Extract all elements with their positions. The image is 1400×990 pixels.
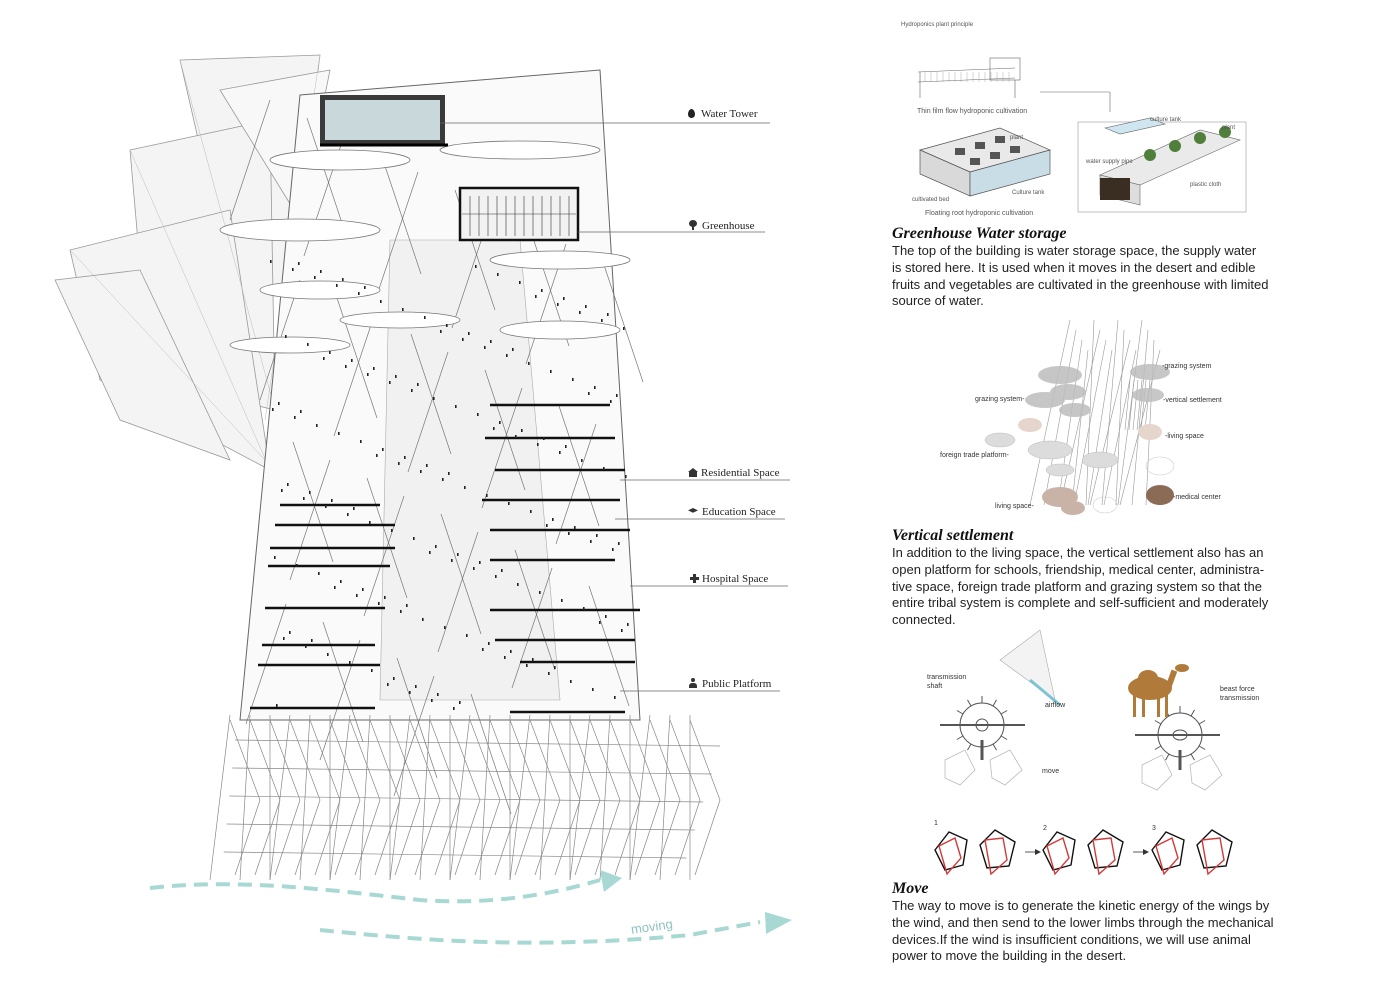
tower-drawing — [54, 54, 792, 945]
step-1-label: 1 — [934, 820, 938, 827]
cross-icon — [690, 574, 699, 583]
label-hospital: Hospital Space — [690, 573, 768, 585]
text-line: fruits and vegetables are cultivated in … — [892, 276, 1269, 292]
medical-center-label: -medical center — [1173, 494, 1221, 501]
step-2-label: 2 — [1043, 825, 1047, 832]
water-tank — [320, 95, 448, 147]
text-line: open platform for schools, friendship, m… — [892, 561, 1265, 577]
cultivated-bed-label: cultivated bed — [912, 197, 950, 203]
label-water-tower: Water Tower — [688, 108, 757, 120]
tree-icon — [688, 220, 698, 230]
greenhouse-section-body: The top of the building is water storage… — [892, 243, 1312, 310]
text-line: devices.If the wind is insufficient cond… — [892, 931, 1251, 947]
text-line: is stored here. It is used when it moves… — [892, 259, 1256, 275]
beast-force-label-1: beast force — [1220, 686, 1255, 693]
label-residential: Residential Space — [688, 467, 780, 479]
vertical-section-title: Vertical settlement — [892, 527, 1014, 544]
step-3-label: 3 — [1152, 825, 1156, 832]
water-drop-icon — [688, 109, 695, 118]
mechanism-diagram — [934, 629, 1233, 876]
foreign-trade-label: foreign trade platform- — [940, 452, 1009, 459]
transmission-shaft-label-1: transmission — [927, 674, 967, 681]
move-section-body: The way to move is to generate the kinet… — [892, 898, 1322, 965]
beast-force-label-2: transmission — [1220, 695, 1260, 702]
label-greenhouse: Greenhouse — [688, 220, 755, 232]
transmission-shaft-label-2: shaft — [927, 683, 943, 690]
camel-illustration — [1128, 664, 1189, 717]
airflow-label: airflow — [1045, 702, 1066, 709]
text-line: tive space, foreign trade platform and g… — [892, 578, 1262, 594]
plastic-cloth-label: plastic cloth — [1190, 182, 1222, 188]
graduation-cap-icon — [688, 508, 698, 513]
person-icon — [688, 678, 698, 688]
living-space-right-label: -living space — [1165, 433, 1204, 440]
text-line: source of water. — [892, 293, 984, 309]
greenhouse-section-title: Greenhouse Water storage — [892, 225, 1067, 242]
text-line: entire tribal system is complete and sel… — [892, 595, 1269, 611]
text-line: The top of the building is water storage… — [892, 243, 1257, 258]
move-section-title: Move — [892, 880, 929, 897]
grazing-system-left-label: grazing system- — [975, 396, 1025, 403]
culture-tank-label: Culture tank — [1012, 190, 1045, 196]
house-icon — [688, 468, 698, 477]
floating-root-caption: Floating root hydroponic cultivation — [925, 210, 1034, 217]
text-line: The way to move is to generate the kinet… — [892, 898, 1270, 913]
move-label: move — [1042, 768, 1060, 775]
culture-tank-label-2: culture tank — [1150, 117, 1182, 123]
hydroponics-figure — [917, 57, 1247, 213]
thin-film-caption: Thin film flow hydroponic cultivation — [917, 108, 1028, 115]
living-space-left-label: living space- — [995, 503, 1034, 510]
plant-label-2: plant — [1222, 125, 1236, 131]
text-line: power to move the building in the desert… — [892, 948, 1127, 964]
vertical-settlement-label: -vertical settlement — [1163, 397, 1222, 404]
plant-label: plant — [1010, 135, 1024, 141]
label-public-platform: Public Platform — [688, 678, 771, 690]
moving-arrows — [149, 878, 761, 945]
grazing-system-right-label: -grazing system — [1162, 363, 1212, 370]
vertical-section-body: In addition to the living space, the ver… — [892, 545, 1322, 629]
text-line: connected. — [892, 612, 956, 628]
greenhouse-box — [458, 186, 580, 242]
text-line: In addition to the living space, the ver… — [892, 545, 1264, 560]
settlement-diagram — [984, 319, 1175, 515]
water-supply-pipe-label: water supply pipe — [1086, 159, 1133, 165]
label-education: Education Space — [688, 506, 776, 518]
text-line: the wind, and then send to the lower lim… — [892, 914, 1274, 930]
hydroponics-title: Hydroponics plant principle — [901, 22, 974, 28]
